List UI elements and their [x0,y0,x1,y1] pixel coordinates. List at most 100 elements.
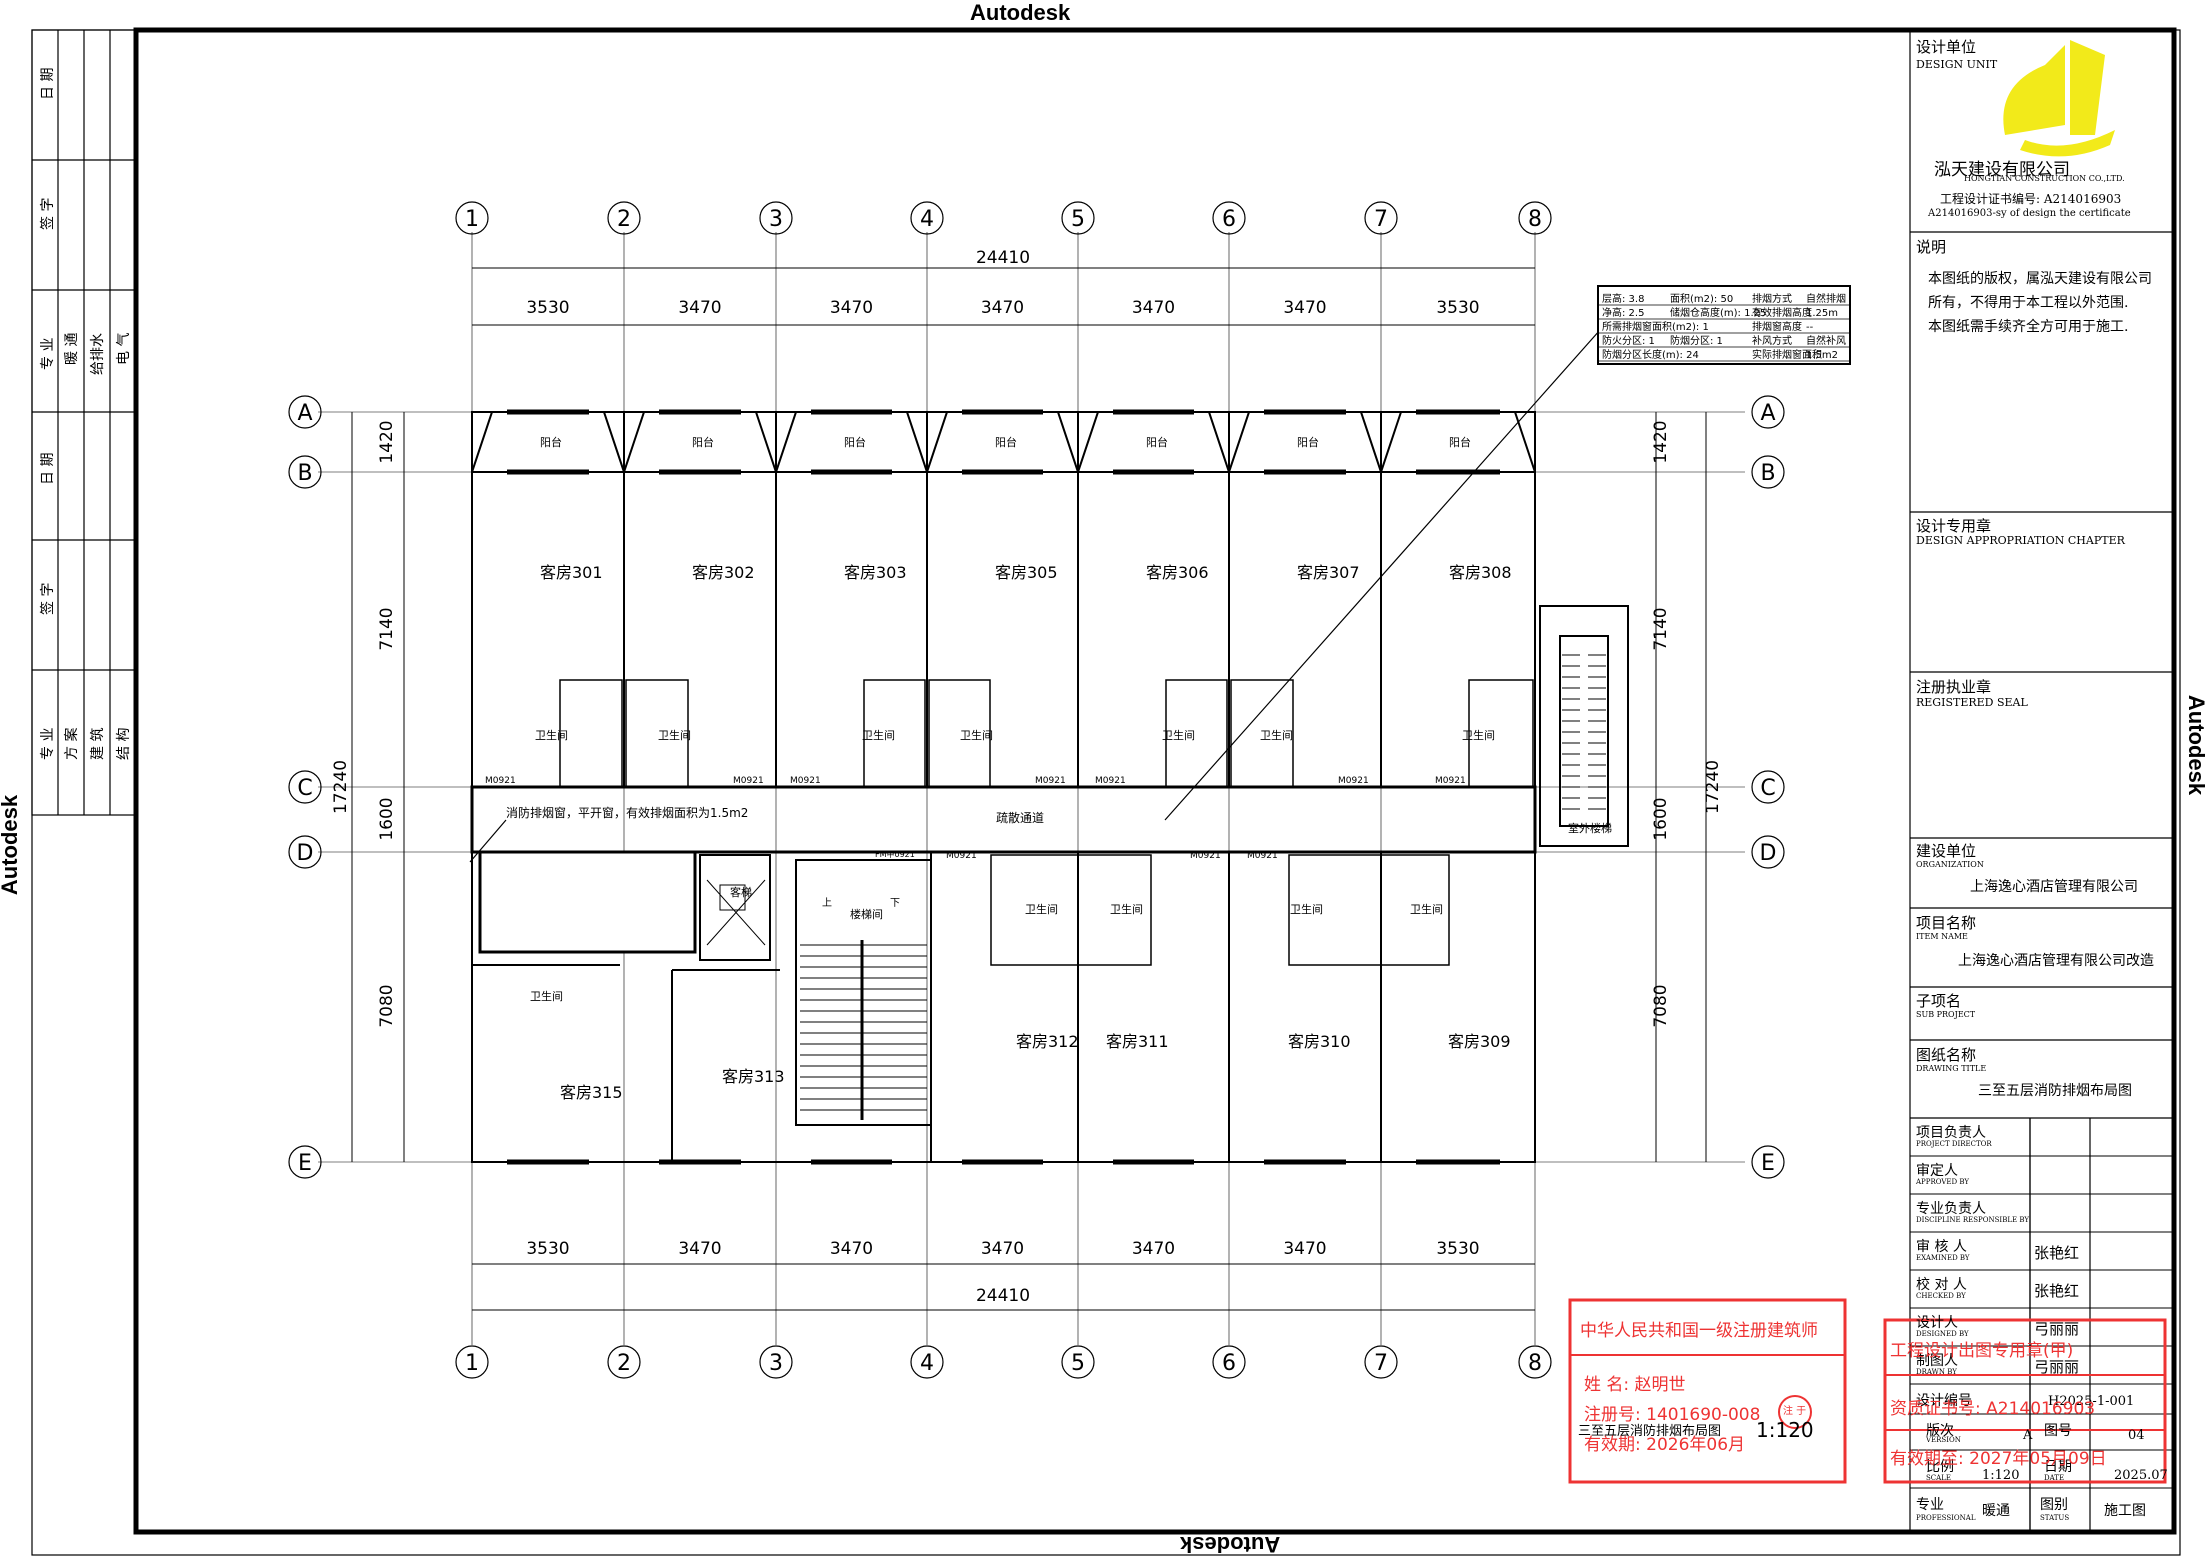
grid-axis-label: A [297,401,312,426]
cert-number-en: A214016903-sy of design the certificate [1928,208,2131,219]
grid-axis-label: 1 [465,207,479,232]
dimension-label: 7140 [1651,607,1671,650]
people-role-en: CHECKED BY [1916,1292,1966,1300]
grid-axis-label: 3 [769,207,783,232]
date-value: 2025.07 [2114,1468,2168,1483]
drawing-border [133,27,2177,1535]
title-block-frame [1909,30,2174,1532]
scale-value: 1:120 [1982,1468,2020,1483]
sub-label-en: SUB PROJECT [1916,1010,1976,1019]
balcony-label: 阳台 [540,435,562,449]
info-table-cell: 层高: 3.8 [1602,292,1644,305]
sign-discipline: 给排水 [90,333,106,375]
scale-label: 比例 [1926,1459,1954,1475]
bathroom-label: 卫生间 [862,728,895,742]
dimension-label: 7080 [1651,984,1671,1027]
bathroom-label: 卫生间 [1290,902,1323,916]
people-role: 项目负责人 [1916,1125,1986,1141]
grid-axis-label: 3 [769,1351,783,1376]
people-name: 弓丽丽 [2034,1358,2080,1376]
chapter-label: 设计专用章 [1916,517,1992,535]
company-name-en: HONGTIAN CONSTRUCTION CO.,LTD. [1964,174,2125,183]
door-label: M0921 [485,776,516,786]
room-label: 客房303 [844,563,907,582]
people-role: 制图人 [1916,1353,1958,1369]
dimension-label: 3470 [981,1239,1024,1259]
bathroom-label: 卫生间 [535,728,568,742]
design-no: H2025-1-001 [2048,1394,2135,1409]
sign-discipline: 结 构 [116,728,132,760]
grid-axis-bubble [1751,455,1785,489]
room-label: 客房305 [995,563,1058,582]
info-table-cell: 有效排烟高度 [1752,306,1812,319]
sign-label: 专 业 [40,728,56,760]
grid-axis-label: 4 [920,1351,934,1376]
info-table-cell: 面积(m2): 50 [1670,293,1733,305]
door-label: M0921 [946,851,977,861]
door-label: M0921 [1035,776,1066,786]
drawing-caption: 三至五层消防排烟布局图 [1578,1424,1722,1439]
door-label: M0921 [1338,776,1369,786]
people-name: 张艳红 [2034,1244,2080,1262]
grid-axis-label: C [1760,776,1775,801]
stair-label: 楼梯间 [850,907,883,921]
grid-axis-bubble [1751,1145,1785,1179]
fig-no: 04 [2128,1428,2145,1443]
prof-en: PROFESSIONAL [1916,1514,1976,1522]
org-label: 建设单位 [1916,842,1977,860]
grid-axis-label: 8 [1528,1351,1542,1376]
room-label: 客房308 [1449,563,1512,582]
grid-axis-bubble [1364,1345,1398,1379]
sign-label: 专 业 [40,338,56,370]
seal-label-en: REGISTERED SEAL [1916,696,2028,709]
grid-axis-bubble [1212,1345,1246,1379]
people-role-en: EXAMINED BY [1916,1254,1970,1262]
version-en: VERSION [1926,1436,1961,1444]
stamp-right-line2: 资质证书号: A214016903 [1890,1399,2096,1419]
info-table-cell: 排烟窗高度 [1752,320,1802,333]
design-unit-label: 设计单位 [1916,38,1977,56]
door-label: FM甲0921 [875,850,915,859]
door-label: M0921 [1095,776,1126,786]
grid-axis-label: 5 [1071,207,1085,232]
stamp-right-line1: 工程设计出图专用章(甲) [1890,1341,2074,1361]
dimension-label: 1600 [1651,797,1671,840]
grid-axis-label: E [1761,1151,1775,1176]
watermark-top: Autodesk [970,0,1071,25]
balcony-label: 阳台 [1297,435,1319,449]
info-table-cell: 所需排烟窗面积(m2): 1 [1602,320,1709,333]
version: A [2023,1428,2033,1443]
info-table-cell: 补风方式 [1752,334,1792,347]
room-label: 客房302 [692,563,755,582]
balcony-label: 阳台 [1449,435,1471,449]
note-line: 本图纸的版权，属泓天建设有限公司 [1928,271,2152,287]
grid-axis-label: 7 [1374,207,1388,232]
grid-axis-label: 6 [1222,207,1236,232]
bathroom-label: 卫生间 [1462,728,1495,742]
drawing-title-en: DRAWING TITLE [1916,1064,1987,1073]
balcony-label: 阳台 [692,435,714,449]
room-label: 客房307 [1297,563,1360,582]
grid-axis-bubble [1751,770,1785,804]
dimension-label: 3470 [1283,1239,1326,1259]
people-name: 张艳红 [2034,1282,2080,1300]
org-value: 上海逸心酒店管理有限公司 [1970,879,2138,895]
dimension-label: 1600 [377,797,397,840]
fig-no-label: 图号 [2044,1423,2072,1439]
people-role-en: DESIGNED BY [1916,1330,1969,1338]
grid-axis-label: 7 [1374,1351,1388,1376]
corridor-label: 疏散通道 [996,810,1044,825]
door-label: M0921 [1435,776,1466,786]
grid-axis-label: D [297,841,314,866]
org-label-en: ORGANIZATION [1916,860,1984,869]
people-role: 审定人 [1916,1163,1958,1179]
info-table-cell: 防火分区: 1 [1602,334,1655,347]
dimension-label: 3470 [1132,298,1175,318]
room-label: 客房309 [1448,1032,1511,1051]
info-table-cell: 防烟分区长度(m): 24 [1602,348,1699,361]
grid-axis-label: A [1760,401,1775,426]
